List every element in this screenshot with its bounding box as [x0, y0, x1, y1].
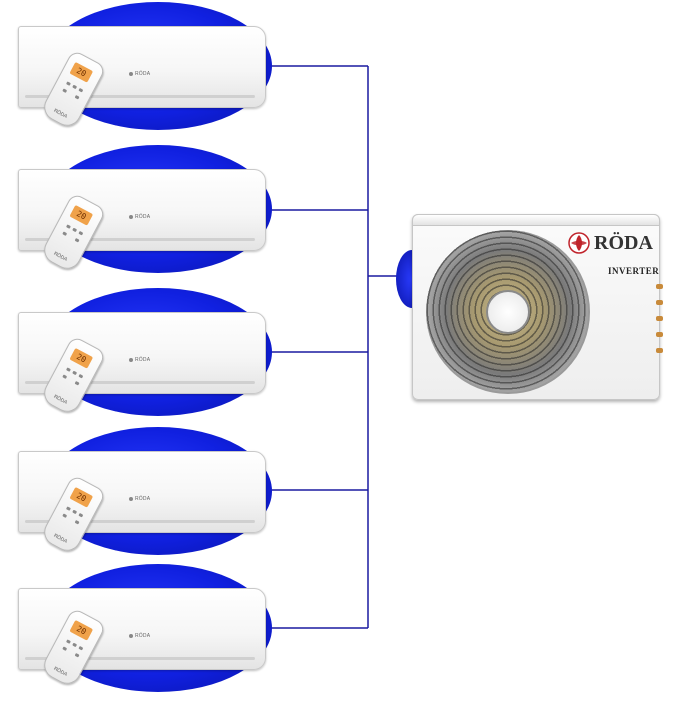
remote-button-icon: [66, 506, 71, 511]
remote-display: 20: [69, 487, 93, 508]
indoor-brand: RÖDA: [135, 357, 150, 363]
outdoor-brand: RÖDA: [594, 232, 653, 255]
remote-button-icon: [62, 88, 67, 93]
remote-button-icon: [78, 231, 83, 236]
inverter-label: INVERTER: [608, 266, 659, 276]
remote-button-icon: [75, 381, 80, 386]
brand-logo-icon: [129, 215, 133, 219]
indoor-unit-5: RÖDA 20 RÖDA: [0, 562, 290, 702]
remote-button-icon: [75, 95, 80, 100]
remote-button-icon: [75, 520, 80, 525]
brand-logo-icon: [129, 497, 133, 501]
remote-display: 20: [69, 348, 93, 369]
remote-display: 20: [69, 205, 93, 226]
remote-button-icon: [78, 374, 83, 379]
indoor-unit-1: RÖDA 20 RÖDA: [0, 0, 290, 140]
remote-button-icon: [62, 513, 67, 518]
remote-button-icon: [66, 639, 71, 644]
valve-icon: [656, 332, 663, 337]
remote-button-icon: [66, 81, 71, 86]
remote-display: 20: [69, 620, 93, 641]
remote-button-icon: [78, 88, 83, 93]
roda-logo-icon: [568, 232, 590, 254]
remote-button-icon: [72, 643, 77, 648]
indoor-brand: RÖDA: [135, 496, 150, 502]
valve-icon: [656, 284, 663, 289]
outdoor-unit-top: [412, 214, 660, 226]
remote-button-icon: [72, 510, 77, 515]
indoor-unit-4: RÖDA 20 RÖDA: [0, 425, 290, 565]
fan-hub: [486, 290, 530, 334]
indoor-brand: RÖDA: [135, 633, 150, 639]
remote-button-icon: [62, 374, 67, 379]
valve-icon: [656, 316, 663, 321]
remote-brand: RÖDA: [43, 389, 78, 411]
indoor-brand: RÖDA: [135, 214, 150, 220]
remote-display: 20: [69, 62, 93, 83]
remote-button-icon: [66, 367, 71, 372]
valve-icon: [656, 300, 663, 305]
remote-brand: RÖDA: [43, 528, 78, 550]
brand-logo-icon: [129, 358, 133, 362]
remote-button-icon: [78, 513, 83, 518]
remote-brand: RÖDA: [43, 661, 78, 683]
remote-button-icon: [72, 371, 77, 376]
remote-button-icon: [62, 646, 67, 651]
remote-brand: RÖDA: [43, 246, 78, 268]
brand-logo-icon: [129, 634, 133, 638]
remote-button-icon: [75, 238, 80, 243]
outdoor-unit: RÖDA INVERTER: [400, 214, 670, 398]
remote-button-icon: [75, 653, 80, 658]
remote-brand: RÖDA: [43, 103, 78, 125]
indoor-brand: RÖDA: [135, 71, 150, 77]
indoor-unit-3: RÖDA 20 RÖDA: [0, 286, 290, 426]
remote-button-icon: [78, 646, 83, 651]
remote-button-icon: [62, 231, 67, 236]
indoor-unit-2: RÖDA 20 RÖDA: [0, 143, 290, 283]
brand-logo-icon: [129, 72, 133, 76]
valve-icon: [656, 348, 663, 353]
remote-button-icon: [72, 228, 77, 233]
remote-button-icon: [72, 85, 77, 90]
remote-button-icon: [66, 224, 71, 229]
